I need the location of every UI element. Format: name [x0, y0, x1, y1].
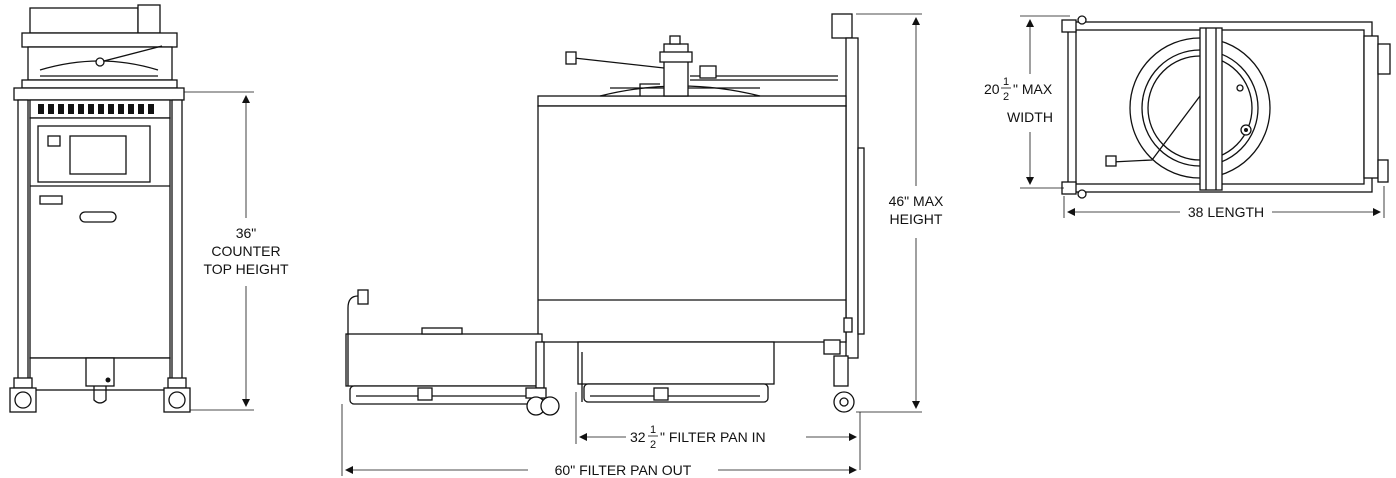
max-width-label-line2: WIDTH — [1007, 109, 1053, 125]
filter-pan-out — [345, 289, 545, 405]
side-view: 46" MAX HEIGHT 32 1 2 " FILTER PAN IN 60… — [341, 13, 944, 478]
filter-pan-in-whole: 32 — [630, 429, 646, 445]
counter-height-label-line2: COUNTER — [211, 243, 280, 259]
length-label: 38 LENGTH — [1188, 204, 1264, 220]
max-width-numerator: 1 — [1003, 76, 1009, 88]
max-height-value: 46" MAX — [889, 193, 944, 209]
caster-side-front — [525, 387, 560, 416]
top-view: 20 1 2 " MAX WIDTH 38 LENGTH — [984, 15, 1391, 220]
caster-side-rear — [833, 355, 855, 413]
front-view: 36" COUNTER TOP HEIGHT — [9, 4, 289, 413]
max-width-suffix: " MAX — [1013, 81, 1053, 97]
caster-left — [9, 377, 37, 413]
caster-right — [163, 377, 191, 413]
counter-height-label-line3: TOP HEIGHT — [203, 261, 289, 277]
filter-pan-in — [577, 341, 775, 403]
max-height-label-line2: HEIGHT — [890, 211, 943, 227]
filter-pan-in-denominator: 2 — [650, 439, 656, 451]
filter-pan-in-numerator: 1 — [650, 424, 656, 436]
counter-height-value: 36" — [236, 225, 257, 241]
max-width-denominator: 2 — [1003, 91, 1009, 103]
vent-louvers — [38, 104, 154, 114]
controller-screen — [69, 135, 127, 175]
filter-pan-in-suffix: " FILTER PAN IN — [660, 429, 766, 445]
max-width-whole: 20 — [984, 81, 1000, 97]
filter-pan-out-label: 60" FILTER PAN OUT — [555, 462, 692, 478]
